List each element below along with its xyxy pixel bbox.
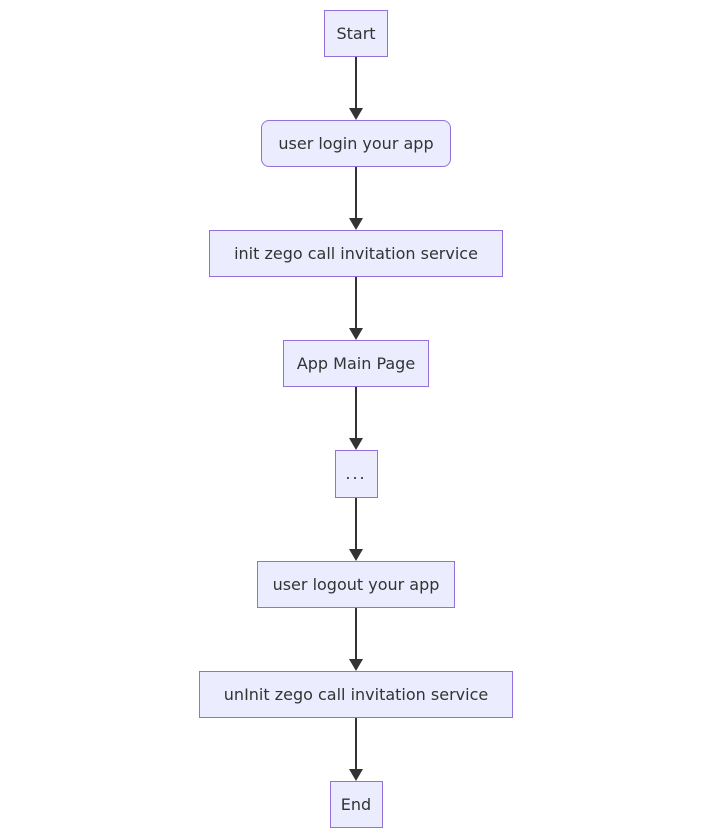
- arrow-line: [355, 608, 357, 659]
- edge-arrow-start-login: [349, 57, 363, 120]
- arrowhead-down-icon: [349, 438, 363, 450]
- arrowhead-down-icon: [349, 549, 363, 561]
- arrow-line: [355, 167, 357, 218]
- flow-node-start: Start: [324, 10, 388, 57]
- arrow-line: [355, 277, 357, 328]
- arrowhead-down-icon: [349, 659, 363, 671]
- flow-node-ellipsis: ...: [334, 450, 378, 498]
- arrowhead-down-icon: [349, 769, 363, 781]
- edge-arrow-logout-uninit: [349, 608, 363, 671]
- flow-node-uninit-service: unInit zego call invitation service: [199, 671, 513, 718]
- arrow-line: [355, 718, 357, 769]
- arrow-line: [355, 57, 357, 108]
- arrow-line: [355, 498, 357, 549]
- arrowhead-down-icon: [349, 328, 363, 340]
- edge-arrow-main-dots: [349, 387, 363, 450]
- flowchart: Start user login your app init zego call…: [0, 10, 712, 828]
- edge-arrow-uninit-end: [349, 718, 363, 781]
- flow-node-user-login: user login your app: [261, 120, 451, 167]
- arrow-line: [355, 387, 357, 438]
- arrowhead-down-icon: [349, 218, 363, 230]
- flow-node-user-logout: user logout your app: [257, 561, 455, 608]
- edge-arrow-init-main: [349, 277, 363, 340]
- flow-node-init-service: init zego call invitation service: [209, 230, 503, 277]
- flow-node-end: End: [329, 781, 383, 828]
- edge-arrow-dots-logout: [349, 498, 363, 561]
- arrowhead-down-icon: [349, 108, 363, 120]
- edge-arrow-login-init: [349, 167, 363, 230]
- flow-node-app-main-page: App Main Page: [283, 340, 429, 387]
